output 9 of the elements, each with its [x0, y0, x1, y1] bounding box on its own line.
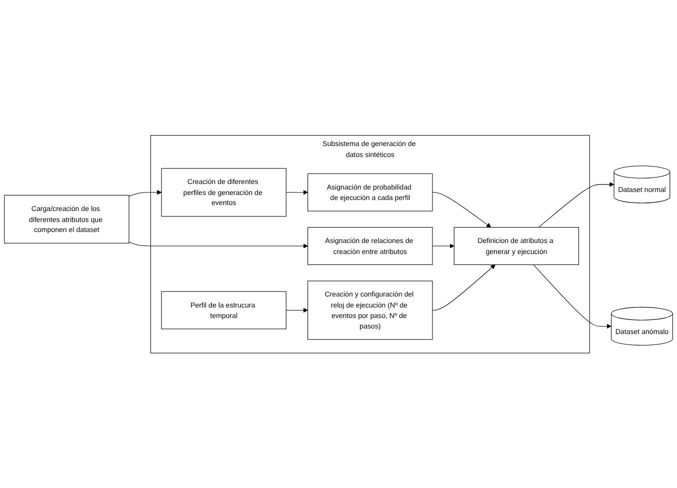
arrow — [286, 190, 308, 195]
arrow — [538, 182, 614, 228]
arrow — [128, 242, 308, 248]
arrow — [533, 264, 612, 328]
arrow — [432, 243, 454, 248]
arrow — [128, 190, 162, 196]
arrow — [286, 308, 308, 312]
arrow — [432, 264, 496, 310]
arrow — [432, 192, 492, 228]
